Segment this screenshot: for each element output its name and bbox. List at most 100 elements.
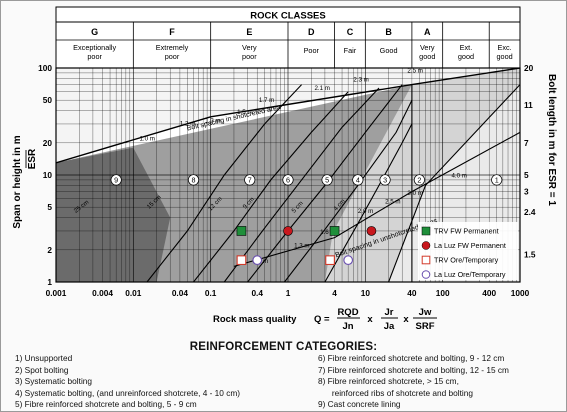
- zone-number: 8: [192, 175, 196, 184]
- bolt-spacing-label: 1.7 m: [259, 97, 274, 104]
- category-item: 4) Systematic bolting, (and unreinforced…: [15, 387, 241, 398]
- marker-trv-fw-permanent: [329, 226, 340, 236]
- marker-laluz-fw-permanent: [283, 226, 293, 236]
- zone-circle: [413, 174, 425, 186]
- y2-tick-label: 3: [524, 187, 529, 197]
- y-axis-label-1: Span or height in m: [12, 135, 23, 228]
- rock-class-desc: Exceptionally: [73, 43, 116, 52]
- rock-class-letter: D: [308, 27, 315, 37]
- reinforcement-categories: REINFORCEMENT CATEGORIES: 1) Unsupported…: [0, 336, 567, 412]
- x-tick-label: 1000: [511, 288, 530, 298]
- category-item: 8) Fibre reinforced shotcrete, > 15 cm,: [318, 376, 459, 386]
- formula-rqd: RQD: [337, 307, 358, 318]
- marker-laluz-ore-temporary: [343, 255, 354, 266]
- bolt-spacing-label: 2.3 m: [353, 76, 368, 83]
- zone-number: 7: [248, 175, 252, 184]
- unshotcreted-boundary: [233, 131, 520, 267]
- legend-marker: [421, 241, 431, 250]
- legend-label: La Luz Ore/Temporary: [434, 270, 506, 279]
- bolt-spacing-label: 1.2 m: [180, 121, 195, 128]
- zone-number: 4: [356, 175, 360, 184]
- zone-circle: [321, 174, 333, 186]
- rock-class-desc: poor: [165, 52, 180, 61]
- y2-tick-label: 7: [524, 138, 529, 148]
- rock-class-desc: Very: [242, 43, 257, 52]
- legend-marker: [421, 270, 431, 279]
- legend-label: TRV Ore/Temporary: [434, 256, 499, 265]
- svg-text:Q =: Q =: [314, 314, 330, 325]
- zone-circle: [352, 174, 364, 186]
- reinforcement-title: REINFORCEMENT CATEGORIES:: [189, 341, 378, 353]
- zone-number: 5: [325, 175, 329, 184]
- zone-number: 1: [495, 175, 499, 184]
- rock-class-desc: Good: [380, 46, 398, 55]
- svg-text:x: x: [367, 314, 373, 325]
- formula-jn: Jn: [342, 321, 353, 332]
- rock-class-desc: poor: [242, 52, 257, 61]
- y-tick-label: 10: [43, 170, 53, 180]
- marker-laluz-fw-permanent: [366, 226, 377, 236]
- curve-15cm: [193, 91, 349, 282]
- bolt-shotcrete-boundary: [56, 68, 520, 164]
- unsupported-boundary: [388, 84, 520, 282]
- category-item: 1) Unsupported: [15, 353, 73, 363]
- x-tick-label: 0.1: [205, 288, 217, 298]
- curve-4cm: [324, 123, 413, 282]
- zone-circle: [379, 174, 391, 186]
- y-tick-label: 2: [47, 245, 52, 255]
- q-formula: Rock mass quality Q = RQD Jn x Jr Ja x J…: [213, 307, 437, 332]
- bolt-spacing-label: 2.5 m: [385, 199, 400, 206]
- plot-frame: [55, 67, 521, 283]
- svg-text:x: x: [403, 314, 409, 325]
- category-item: 5) Fibre reinforced shotcrete and boltin…: [15, 399, 197, 409]
- x-axis-label: Rock mass quality: [213, 314, 297, 325]
- legend-box: [418, 222, 518, 280]
- zone-number: 3: [383, 175, 387, 184]
- y-tick-label: 100: [38, 63, 52, 73]
- y2-tick-label: 11: [524, 100, 533, 110]
- rock-class-letter: C: [347, 27, 354, 37]
- x-tick-label: 10: [361, 288, 371, 298]
- curve-25cm: [146, 84, 303, 282]
- y-tick-label: 50: [43, 95, 53, 105]
- bolt-spacing-label: 2.1 m: [314, 85, 329, 92]
- x-tick-label: 0.001: [46, 288, 67, 298]
- x-tick-label: 0.01: [125, 288, 142, 298]
- rock-class-desc: good: [496, 52, 512, 61]
- rock-class-desc: Ext.: [460, 43, 473, 52]
- category-item: 2) Spot bolting: [15, 364, 69, 375]
- y-tick-label: 5: [47, 202, 52, 212]
- y-tick-label: 1: [47, 277, 52, 287]
- x-tick-label: 0.4: [251, 288, 263, 298]
- zone-circle: [187, 174, 200, 186]
- x-tick-label: 400: [482, 288, 496, 298]
- rock-class-desc: good: [458, 52, 474, 61]
- marker-laluz-ore-temporary: [252, 255, 263, 266]
- q-system-chart: ROCK CLASSES GExceptionallypoorFExtremel…: [12, 6, 557, 332]
- x-tick-label: 0.04: [172, 288, 189, 298]
- rock-classes-title: ROCK CLASSES: [250, 11, 325, 22]
- rock-class-desc: Very: [420, 43, 435, 52]
- data-markers: [236, 226, 377, 266]
- bolt-spacing-label: 1.0 m: [139, 136, 154, 143]
- category-item: 6) Fibre reinforced shotcrete and boltin…: [318, 353, 505, 363]
- curve-9cm: [247, 84, 403, 282]
- zone-circle: [244, 174, 256, 186]
- rock-class-letter: F: [169, 27, 175, 37]
- rock-class-letter: B: [385, 27, 392, 37]
- legend-marker: [421, 255, 431, 265]
- formula-jr: Jr: [385, 307, 394, 318]
- y-axis-label-2: ESR: [27, 148, 38, 169]
- x-tick-label: 0.004: [92, 288, 113, 298]
- rock-class-letter: A: [424, 27, 431, 37]
- zone-circle: [110, 174, 122, 186]
- legend-marker: [421, 226, 431, 236]
- curve-12cm: [223, 87, 380, 282]
- rock-class-desc: good: [419, 52, 435, 61]
- bolt-spacing-label: 4.0 m: [451, 172, 466, 179]
